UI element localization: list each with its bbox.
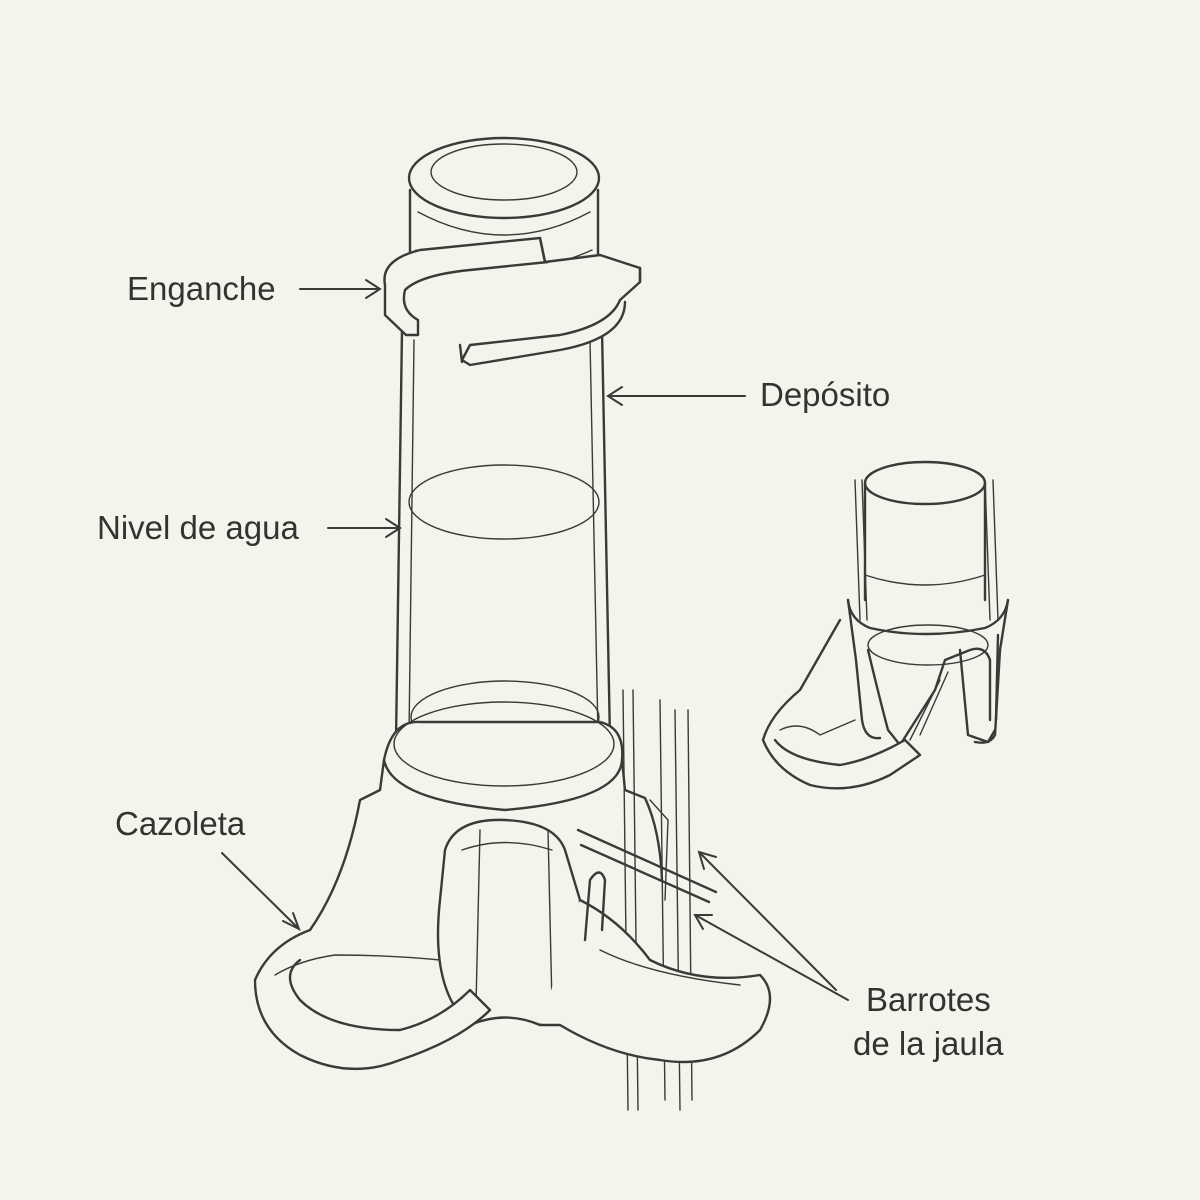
- base-dish: [253, 701, 772, 1071]
- label-nivel-de-agua: Nivel de agua: [97, 509, 299, 546]
- hook-ring: [383, 236, 642, 367]
- cage-clip-wire: [576, 828, 718, 904]
- label-cazoleta: Cazoleta: [115, 805, 246, 842]
- label-barrotes-line1: Barrotes: [866, 981, 991, 1018]
- annotation-leaders: [221, 279, 849, 1001]
- label-deposito: Depósito: [760, 376, 891, 413]
- label-enganche: Enganche: [127, 270, 276, 307]
- inset-detail: [761, 460, 1010, 790]
- reservoir-tube: [394, 136, 612, 754]
- label-barrotes-line2: de la jaula: [853, 1025, 1004, 1062]
